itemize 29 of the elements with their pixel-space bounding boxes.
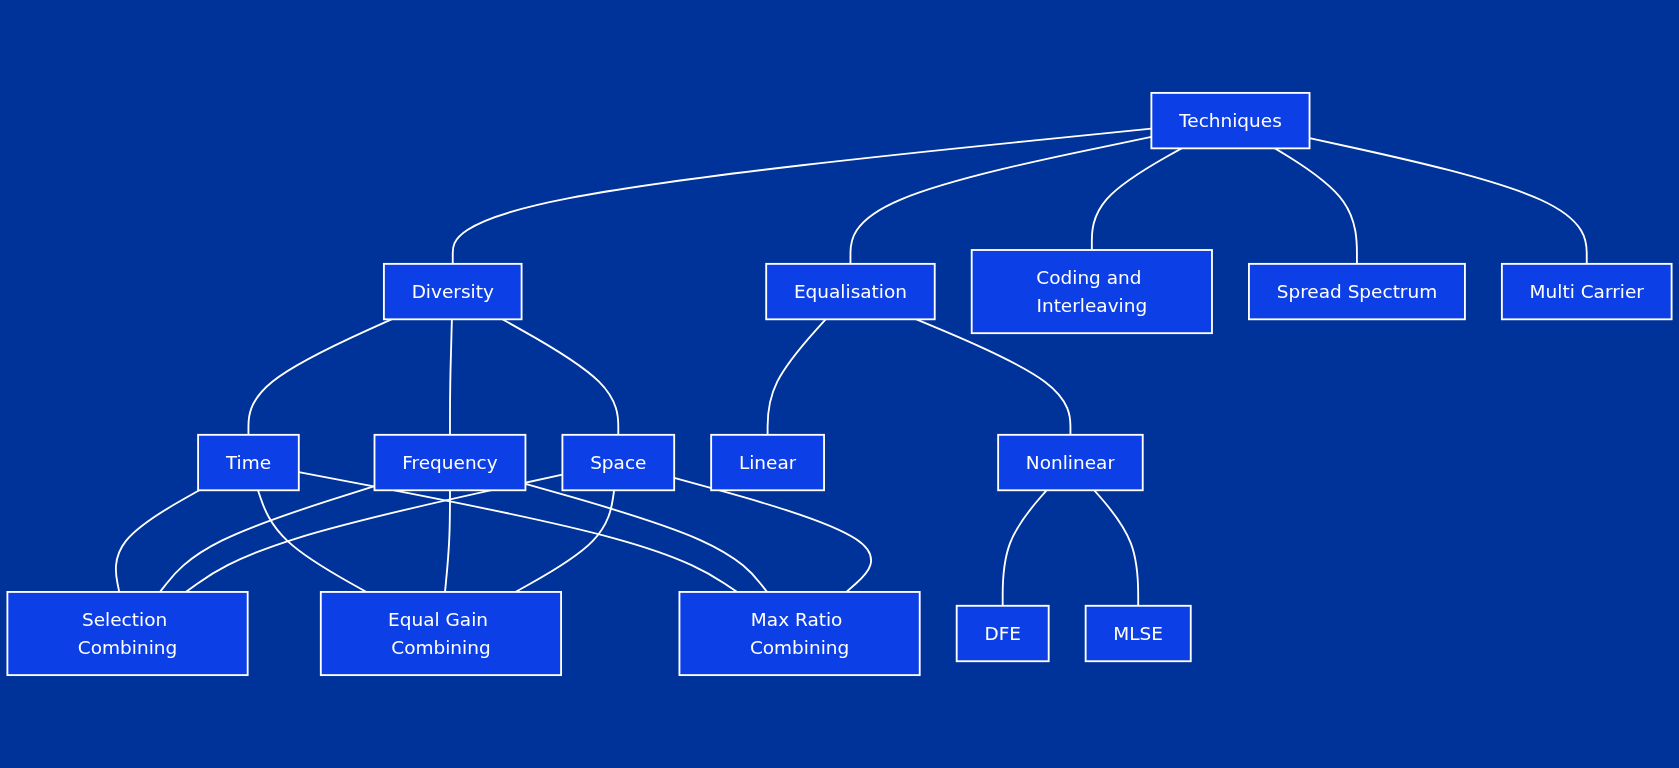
connector (1093, 489, 1140, 607)
connector (1274, 147, 1358, 265)
node-box: Linear (710, 433, 825, 492)
connector (514, 489, 616, 593)
connector (444, 489, 451, 593)
node-box: Nonlinear (997, 433, 1144, 492)
connector (501, 318, 620, 436)
node-box: Equal Gain Combining (319, 591, 562, 677)
node-box: Max Ratio Combining (678, 591, 921, 677)
node-box: Time (197, 433, 300, 492)
node-box: MLSE (1084, 604, 1192, 663)
connector (1001, 489, 1048, 607)
node-box: Coding and Interleaving (970, 249, 1213, 335)
node-box: DFE (955, 604, 1050, 663)
connector (766, 318, 827, 436)
connector (114, 489, 201, 593)
connector (449, 318, 453, 436)
node-box: Space (561, 433, 676, 492)
node-box: Techniques (1150, 91, 1311, 150)
node-box: Diversity (383, 262, 523, 321)
connector (257, 489, 368, 593)
connector (1090, 147, 1183, 251)
node-box: Selection Combining (6, 591, 249, 677)
connector (915, 318, 1072, 436)
node-box: Spread Spectrum (1248, 262, 1466, 321)
connector (247, 318, 393, 436)
node-box: Multi Carrier (1500, 262, 1673, 321)
node-box: Frequency (373, 433, 527, 492)
node-box: Equalisation (765, 262, 936, 321)
